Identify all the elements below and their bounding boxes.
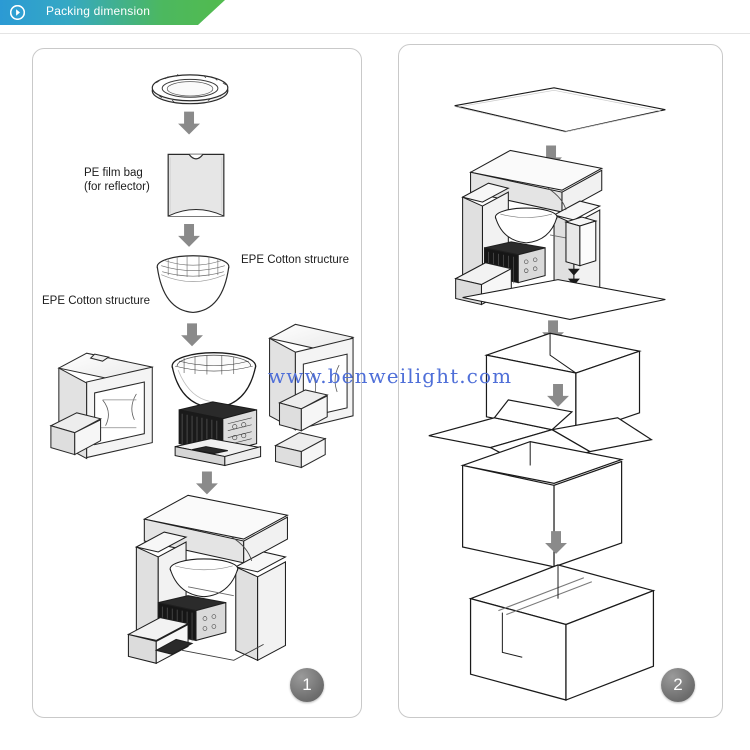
down-arrow	[547, 383, 569, 407]
pe-film-bag-line2: (for reflector)	[84, 181, 150, 193]
outer-carton-open-art	[428, 399, 654, 568]
packing-step-1-panel	[32, 48, 362, 718]
step-number-2: 2	[661, 668, 695, 702]
epe-cotton-frame-right-art	[268, 323, 355, 469]
step-number-1: 1	[290, 668, 324, 702]
label-pe-film-bag: PE film bag (for reflector)	[84, 166, 150, 194]
label-epe-cotton-right: EPE Cotton structure	[241, 254, 350, 266]
label-epe-cotton-left: EPE Cotton structure	[42, 295, 151, 307]
cardboard-sheet-art	[454, 87, 666, 133]
header-banner	[0, 0, 225, 25]
packing-step-1-illustration	[49, 74, 355, 665]
epe-cotton-frame-left-art	[49, 352, 154, 460]
led-highbay-light-art	[171, 352, 262, 467]
down-arrow	[196, 471, 218, 495]
header-divider	[0, 33, 750, 34]
down-arrow	[178, 111, 200, 135]
pe-film-bag-line1: PE film bag	[84, 167, 143, 179]
packing-step-2-illustration	[428, 87, 666, 701]
manual-booklet-art	[564, 216, 598, 267]
pe-film-bag-art	[167, 153, 225, 217]
site-watermark: www.benweilight.com	[268, 364, 513, 388]
reflector-ring-art	[151, 74, 229, 105]
foam-packed-assembly-art	[126, 494, 289, 665]
page-title: Packing dimension	[46, 4, 151, 18]
down-arrow	[178, 223, 200, 247]
inner-carton-blank-art	[462, 279, 666, 320]
down-arrow	[181, 323, 203, 347]
sealed-carton-art	[468, 564, 656, 701]
play-circle-icon	[10, 5, 25, 20]
packing-step-2-panel	[398, 44, 723, 718]
reflector-bowl-art	[156, 255, 230, 314]
down-arrow	[545, 531, 567, 554]
